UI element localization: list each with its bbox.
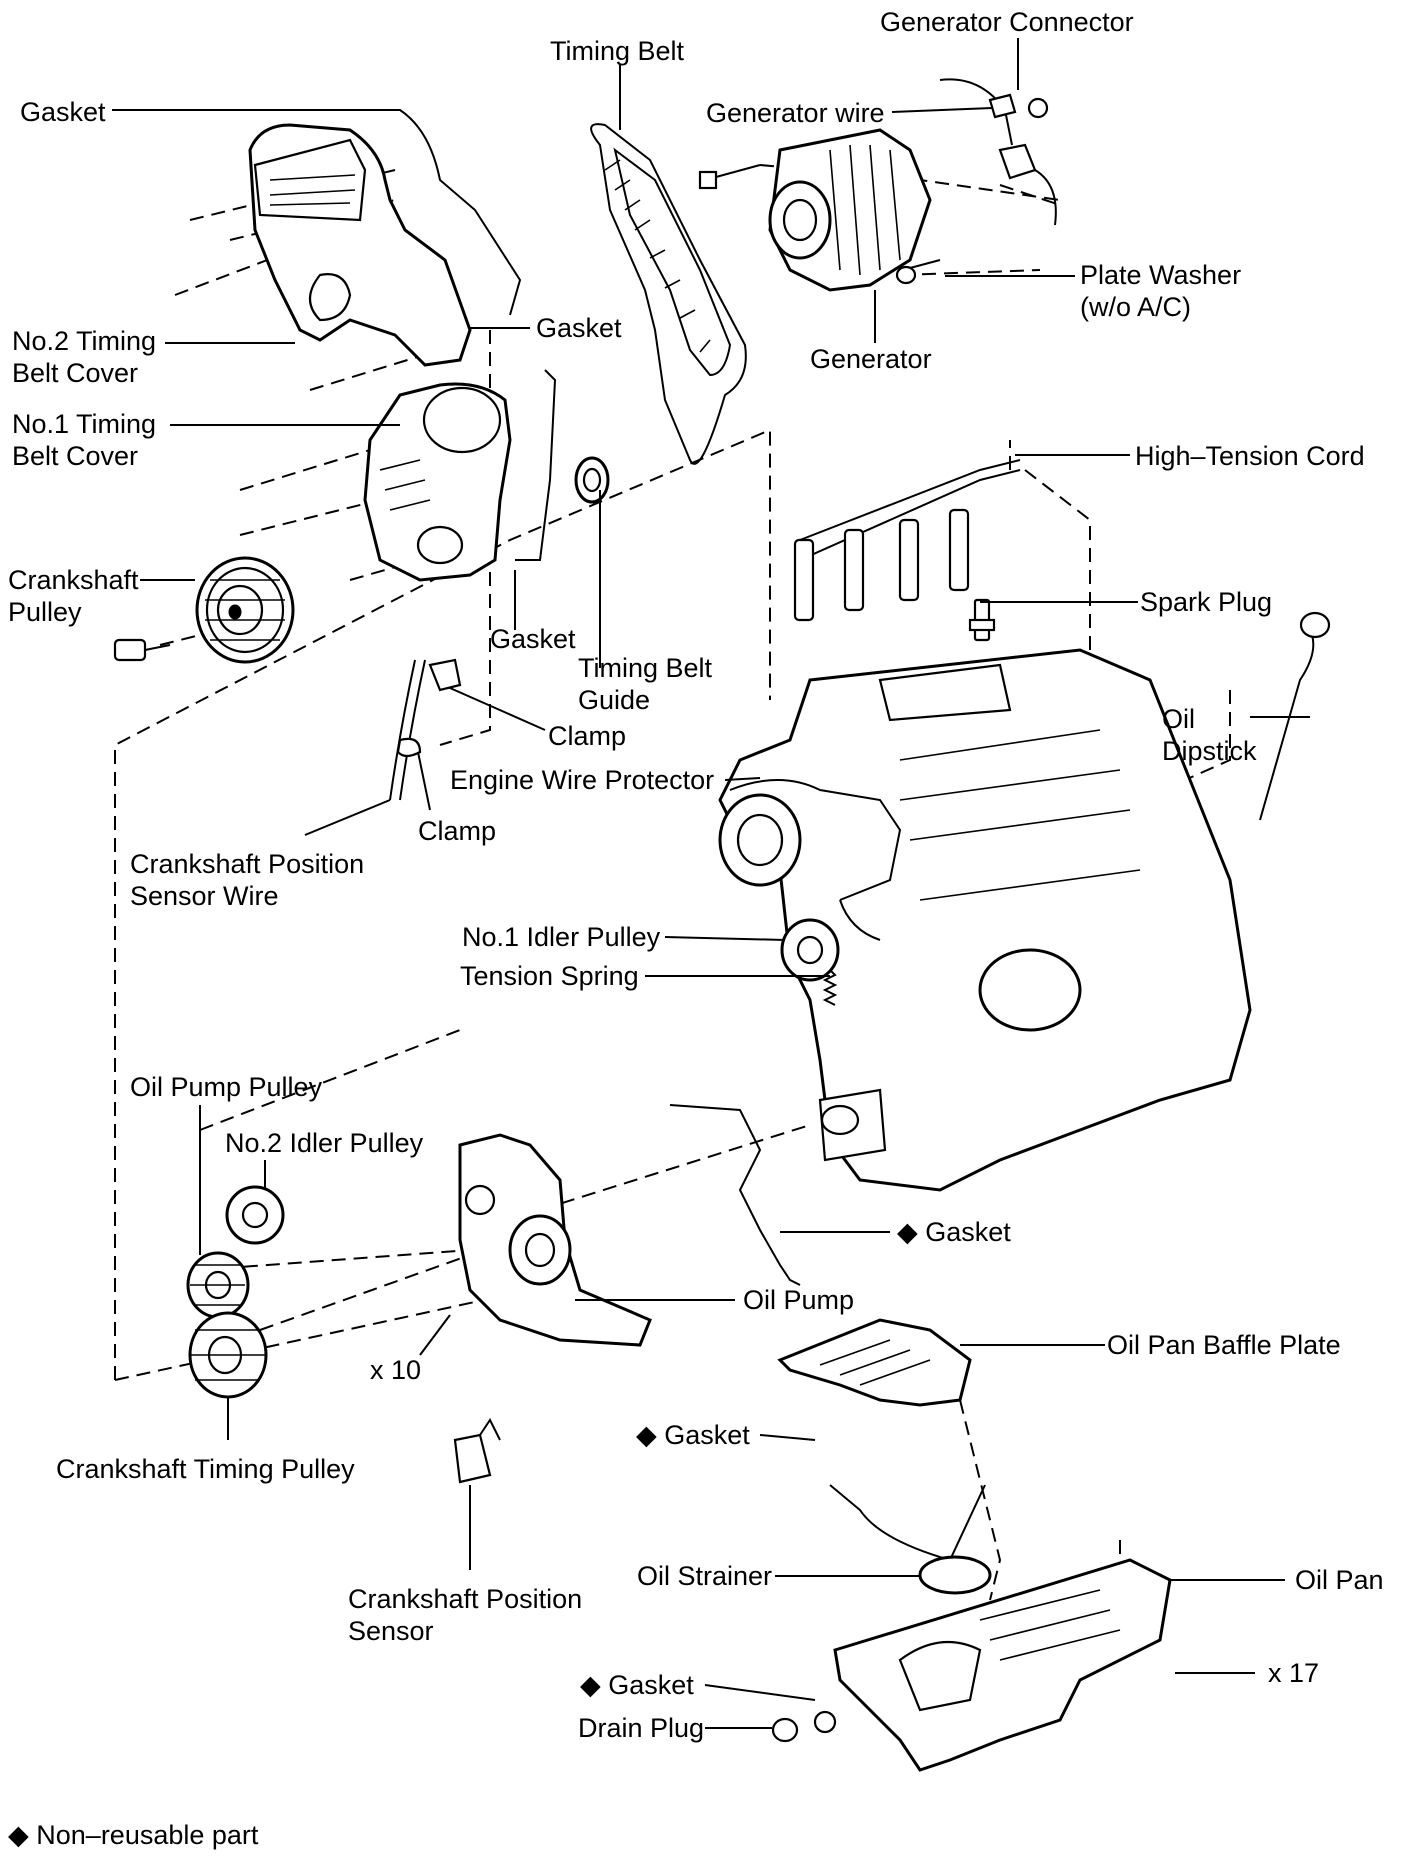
label-clamp-upper: Clamp — [548, 721, 626, 751]
label-oil-pump-pulley: Oil Pump Pulley — [130, 1072, 323, 1102]
label-generator: Generator — [810, 344, 932, 374]
no1-timing-belt-cover — [363, 382, 512, 582]
label-tension-spring: Tension Spring — [460, 961, 639, 991]
crankshaft-position-sensor — [453, 1418, 501, 1484]
crankshaft-pulley — [195, 556, 295, 664]
generator-wire-clip — [988, 93, 1049, 119]
label-no2-cover-line1: No.2 Timing — [12, 326, 156, 356]
label-cps-wire-line2: Sensor Wire — [130, 881, 279, 911]
label-clamp-lower: Clamp — [418, 816, 496, 846]
tension-spring — [822, 969, 838, 1006]
legend-non-reusable-part: ◆ Non–reusable part — [8, 1820, 259, 1850]
label-gasket-strainer: ◆ Gasket — [636, 1420, 750, 1450]
label-timing-belt: Timing Belt — [550, 36, 685, 66]
label-oil-dipstick-line1: Oil — [1162, 704, 1195, 734]
timing-belt — [590, 123, 747, 465]
labels: Generator Connector Timing Belt Gasket G… — [8, 7, 1384, 1743]
label-cps-line2: Sensor — [348, 1616, 434, 1646]
no2-timing-belt-cover — [248, 123, 472, 367]
label-plate-washer: Plate Washer — [1080, 260, 1241, 290]
label-oil-pump: Oil Pump — [743, 1285, 854, 1315]
oil-strainer — [829, 1484, 992, 1595]
label-gasket-drain: ◆ Gasket — [580, 1670, 694, 1700]
label-no2-idler-pulley: No.2 Idler Pulley — [225, 1128, 424, 1158]
label-spark-plug: Spark Plug — [1140, 587, 1272, 617]
oil-pump — [458, 1133, 652, 1347]
timing-belt-guide — [574, 456, 610, 504]
oil-pump-pulley — [186, 1251, 250, 1319]
label-gasket-top: Gasket — [20, 97, 106, 127]
label-crank-pulley-line1: Crankshaft — [8, 565, 139, 595]
crankshaft-position-sensor-wire — [389, 659, 426, 801]
label-no1-cover-line2: Belt Cover — [12, 441, 138, 471]
label-no1-cover-line1: No.1 Timing — [12, 409, 156, 439]
crankshaft-timing-pulley — [188, 1311, 268, 1399]
no1-idler-pulley — [780, 918, 840, 982]
label-crankshaft-timing-pulley: Crankshaft Timing Pulley — [56, 1454, 355, 1484]
label-no2-cover-line2: Belt Cover — [12, 358, 138, 388]
label-generator-wire: Generator wire — [706, 98, 885, 128]
drain-plug — [771, 1710, 837, 1743]
oil-pan-baffle-plate — [777, 1318, 972, 1407]
leader-lines — [112, 38, 1310, 1729]
label-gasket-mid: Gasket — [536, 313, 622, 343]
label-high-tension-cord: High–Tension Cord — [1135, 441, 1365, 471]
label-gasket-oil-pump: ◆ Gasket — [897, 1217, 1011, 1247]
plate-washer — [895, 259, 941, 285]
label-cps-wire-line1: Crankshaft Position — [130, 849, 364, 879]
label-belt-guide-line2: Guide — [578, 685, 650, 715]
generator — [698, 128, 932, 292]
clamp-lower — [396, 737, 422, 758]
label-crank-pulley-line2: Pulley — [8, 597, 82, 627]
oil-pump-gasket — [669, 1104, 801, 1286]
high-tension-cords — [793, 459, 1021, 622]
label-oil-pan-baffle-plate: Oil Pan Baffle Plate — [1107, 1330, 1341, 1360]
label-belt-guide-line1: Timing Belt — [578, 653, 713, 683]
engine-block — [718, 648, 1252, 1192]
clamp-upper — [428, 658, 462, 692]
label-x10: x 10 — [370, 1355, 421, 1385]
label-no1-idler-pulley: No.1 Idler Pulley — [462, 922, 661, 952]
engine-wire-protector — [729, 779, 902, 941]
gasket-top-strip — [330, 109, 522, 316]
label-generator-connector: Generator Connector — [880, 7, 1134, 37]
oil-dipstick — [1259, 611, 1331, 821]
label-cps-line1: Crankshaft Position — [348, 1584, 582, 1614]
label-oil-dipstick-line2: Dipstick — [1162, 736, 1257, 766]
no2-idler-pulley — [225, 1185, 285, 1245]
label-oil-strainer: Oil Strainer — [637, 1561, 772, 1591]
oil-pan — [833, 1558, 1172, 1772]
label-drain-plug: Drain Plug — [578, 1713, 704, 1743]
label-gasket-low: Gasket — [490, 624, 576, 654]
gasket-lower-strip — [515, 369, 557, 561]
label-oil-pan: Oil Pan — [1295, 1565, 1384, 1595]
label-plate-washer-note: (w/o A/C) — [1080, 292, 1191, 322]
label-engine-wire-protector: Engine Wire Protector — [450, 765, 714, 795]
label-x17: x 17 — [1268, 1658, 1319, 1688]
spark-plug — [968, 598, 996, 642]
crankshaft-pulley-bolt — [113, 638, 171, 662]
